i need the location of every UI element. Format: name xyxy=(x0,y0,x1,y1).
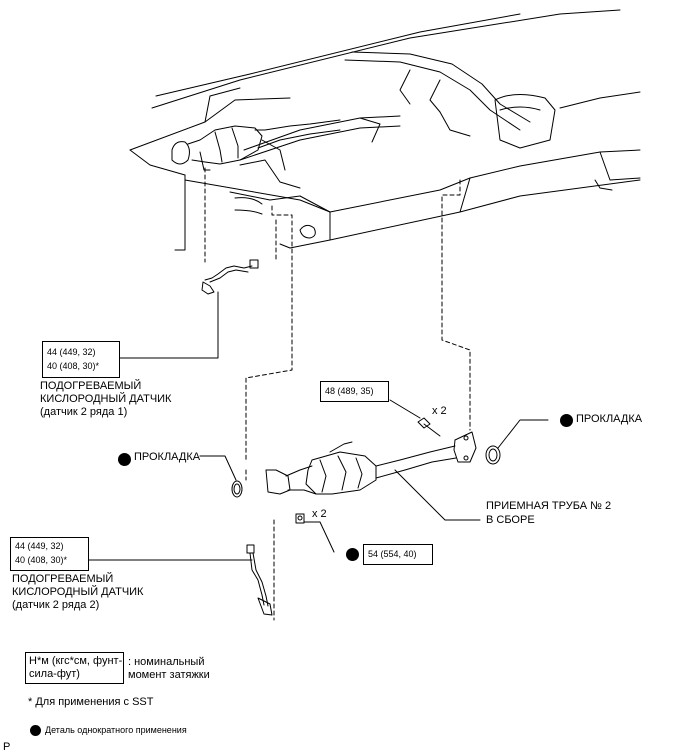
torque-bolt-value: 48 (489, 35) xyxy=(325,386,374,396)
torque-lower-sensor-line1: 44 (449, 32) xyxy=(15,541,64,551)
legend-non-reusable-text: Деталь однократного применения xyxy=(45,725,187,735)
torque-nut-value: 54 (554, 40) xyxy=(368,549,417,559)
legend-unit-box xyxy=(25,652,124,684)
pipe-assembly-label-line1: ПРИЕМНАЯ ТРУБА № 2 xyxy=(486,500,612,512)
legend-unit-desc-line1: : номинальный xyxy=(128,656,205,668)
non-reusable-mark-nut xyxy=(346,548,359,561)
torque-lower-sensor-line2: 40 (408, 30)* xyxy=(15,555,68,565)
torque-box-nut xyxy=(363,544,433,565)
bolt-and-nut xyxy=(295,399,441,553)
torque-box-upper-sensor xyxy=(42,341,120,378)
sensor-upper-label-line2: КИСЛОРОДНЫЙ ДАТЧИК xyxy=(40,393,172,405)
lower-oxygen-sensor xyxy=(87,544,273,616)
non-reusable-mark-gasket-left xyxy=(118,453,131,466)
legend-unit-desc-line2: момент затяжки xyxy=(128,669,210,681)
vehicle-underbody xyxy=(129,9,641,251)
torque-upper-sensor-line2: 40 (408, 30)* xyxy=(47,361,100,371)
torque-upper-sensor-line1: 44 (449, 32) xyxy=(47,347,96,357)
legend-non-reusable-mark xyxy=(30,725,41,736)
sensor-upper-label-line3: (датчик 2 ряда 1) xyxy=(40,406,128,418)
non-reusable-mark-gasket-right xyxy=(560,414,573,427)
legend-unit-line2: сила-фут) xyxy=(29,668,80,680)
sensor-lower-label-line3: (датчик 2 ряда 2) xyxy=(12,599,100,611)
torque-box-lower-sensor xyxy=(10,537,89,571)
upper-converter xyxy=(171,119,341,171)
sensor-upper-label-line1: ПОДОГРЕВАЕМЫЙ xyxy=(40,380,142,392)
legend-unit-line1: Н*м (кгс*см, фунт- xyxy=(29,655,123,667)
nut-quantity: x 2 xyxy=(312,508,327,520)
gasket-rings xyxy=(199,419,549,498)
upper-oxygen-sensor xyxy=(117,259,259,359)
gasket-left-label: ПРОКЛАДКА xyxy=(134,451,201,463)
torque-box-bolt xyxy=(320,381,389,402)
legend-sst-note: * Для применения с SST xyxy=(28,696,154,708)
gasket-right-label: ПРОКЛАДКА xyxy=(576,413,643,425)
sensor-lower-label-line1: ПОДОГРЕВАЕМЫЙ xyxy=(12,573,114,585)
routing-dashes xyxy=(204,167,471,621)
corner-mark: P xyxy=(3,741,11,753)
pipe-assembly-label-line2: В СБОРЕ xyxy=(486,514,535,526)
front-pipe-assembly xyxy=(265,431,481,521)
sensor-lower-label-line2: КИСЛОРОДНЫЙ ДАТЧИК xyxy=(12,586,144,598)
bolt-quantity: x 2 xyxy=(432,405,447,417)
